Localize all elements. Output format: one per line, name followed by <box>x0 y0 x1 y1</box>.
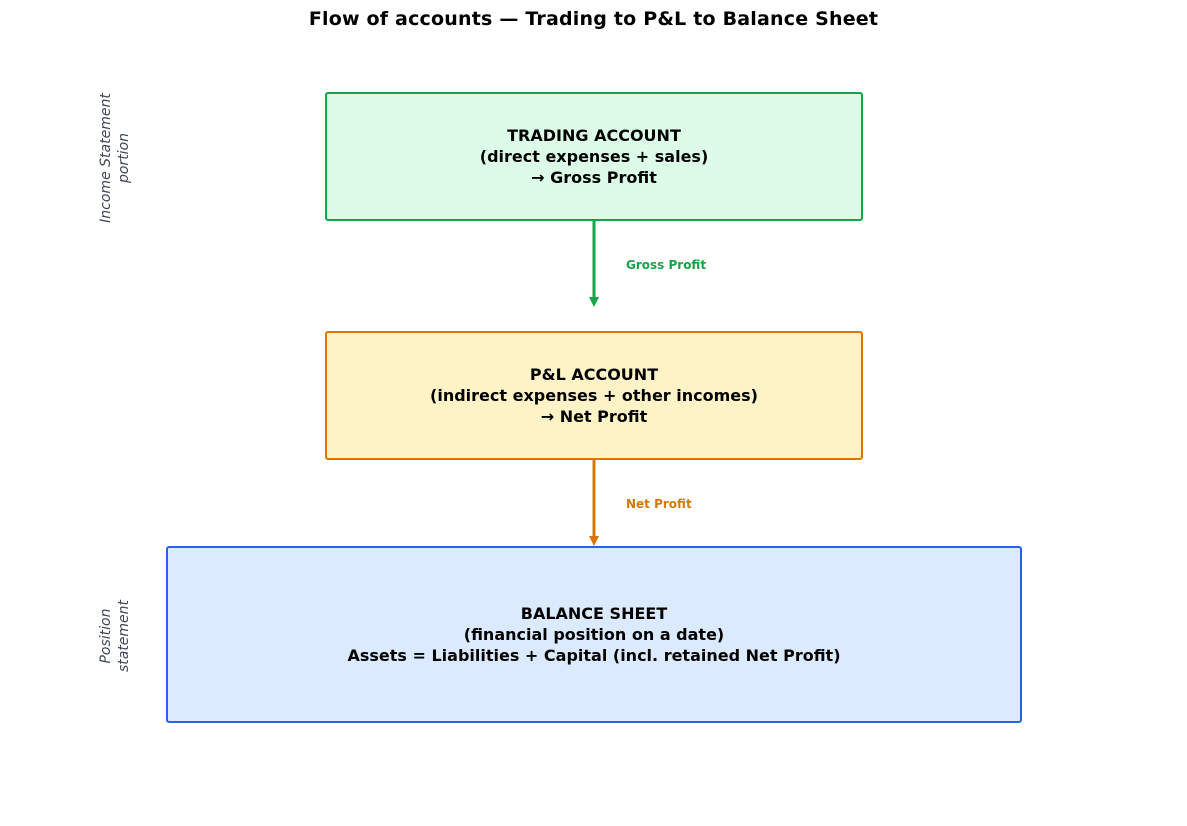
net-profit-arrow-label: Net Profit <box>626 497 692 511</box>
side-label-income-line-1: Income Statement <box>98 93 114 223</box>
pl-account-box: P&L ACCOUNT (indirect expenses + other i… <box>325 331 863 460</box>
arrow-trading-to-pl <box>589 219 599 307</box>
arrow-pl-to-balance <box>589 458 599 546</box>
trading-account-heading: TRADING ACCOUNT <box>507 126 681 145</box>
pl-account-heading: P&L ACCOUNT <box>529 365 659 384</box>
trading-account-box: TRADING ACCOUNT (direct expenses + sales… <box>325 92 863 221</box>
side-label-position-line-1: Position <box>98 608 114 664</box>
balance-sheet-heading: BALANCE SHEET <box>520 604 668 623</box>
gross-profit-arrow-label: Gross Profit <box>626 258 707 272</box>
trading-account-result: → Gross Profit <box>531 168 657 187</box>
pl-account-result: → Net Profit <box>540 407 648 426</box>
side-label-position-line-2: statement <box>116 599 132 673</box>
side-label-income-line-2: portion <box>116 132 132 184</box>
pl-account-description: (indirect expenses + other incomes) <box>430 386 758 405</box>
side-label-position-statement: Position statement <box>97 561 133 711</box>
balance-sheet-description: (financial position on a date) <box>463 625 725 644</box>
diagram-title: Flow of accounts — Trading to P&L to Bal… <box>308 8 879 30</box>
side-label-income-statement: Income Statement portion <box>97 83 133 233</box>
balance-sheet-equation: Assets = Liabilities + Capital (incl. re… <box>347 646 841 665</box>
trading-account-description: (direct expenses + sales) <box>479 147 709 166</box>
balance-sheet-box: BALANCE SHEET (financial position on a d… <box>166 546 1022 723</box>
